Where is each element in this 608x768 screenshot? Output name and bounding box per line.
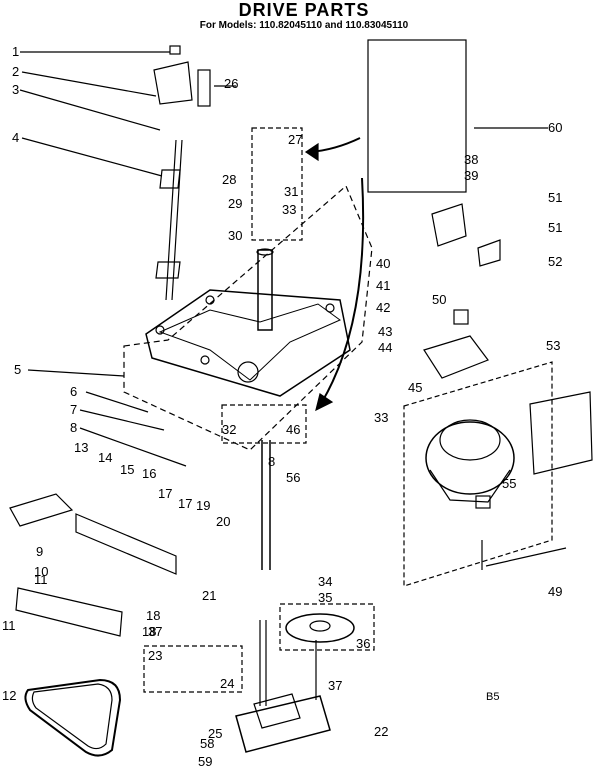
callout-22: 22 bbox=[374, 724, 388, 739]
pad-27 bbox=[197, 69, 211, 107]
shield-55 bbox=[529, 391, 593, 475]
callout-21: 21 bbox=[202, 588, 216, 603]
callout-46: 46 bbox=[286, 422, 300, 437]
belt-13 bbox=[24, 678, 122, 757]
callout-9: 9 bbox=[36, 544, 43, 559]
base-plate bbox=[145, 289, 351, 397]
base-outline bbox=[123, 185, 373, 451]
callout-20: 20 bbox=[216, 514, 230, 529]
callout-17: 17 bbox=[178, 496, 192, 511]
pulley bbox=[285, 613, 355, 643]
center-post bbox=[257, 249, 273, 331]
callout-32: 32 bbox=[222, 422, 236, 437]
callout-51: 51 bbox=[548, 190, 562, 205]
callout-44: 44 bbox=[378, 340, 392, 355]
callout-49: 49 bbox=[548, 584, 562, 599]
callout-39: 39 bbox=[464, 168, 478, 183]
callout-30: 30 bbox=[228, 228, 242, 243]
bracket-44 bbox=[423, 335, 489, 379]
callout-38: 38 bbox=[464, 152, 478, 167]
callout-18: 18 bbox=[142, 624, 156, 639]
callout-42: 42 bbox=[376, 300, 390, 315]
callout-13: 13 bbox=[74, 440, 88, 455]
callout-11: 11 bbox=[2, 618, 16, 633]
callout-58: 58 bbox=[200, 736, 214, 751]
lever-12 bbox=[15, 587, 123, 637]
callout-55: 55 bbox=[502, 476, 516, 491]
callout-41: 41 bbox=[376, 278, 390, 293]
base-plate-star bbox=[158, 303, 341, 381]
callout-1: 1 bbox=[12, 44, 19, 59]
callout-34: 34 bbox=[318, 574, 332, 589]
callout-29: 29 bbox=[228, 196, 242, 211]
callout-2: 2 bbox=[12, 64, 19, 79]
bearing-group-box bbox=[367, 39, 467, 193]
callout-12: 12 bbox=[2, 688, 16, 703]
callout-24: 24 bbox=[220, 676, 234, 691]
callout-60: 60 bbox=[548, 120, 562, 135]
page-title: DRIVE PARTS bbox=[238, 0, 370, 20]
callout-53: 53 bbox=[546, 338, 560, 353]
callout-37: 37 bbox=[148, 624, 162, 639]
callout-15: 15 bbox=[120, 462, 134, 477]
callout-26: 26 bbox=[224, 76, 238, 91]
callout-25: 25 bbox=[208, 726, 222, 741]
callout-40: 40 bbox=[376, 256, 390, 271]
callout-4: 4 bbox=[12, 130, 19, 145]
callout-33: 33 bbox=[282, 202, 296, 217]
top-part-group-box bbox=[251, 127, 303, 241]
callout-31: 31 bbox=[284, 184, 298, 199]
callout-18: 18 bbox=[146, 608, 160, 623]
shaft-seal-group-box bbox=[221, 404, 307, 444]
callout-17: 17 bbox=[158, 486, 172, 501]
motor bbox=[425, 421, 515, 495]
callout-8: 8 bbox=[268, 454, 275, 469]
callout-50: 50 bbox=[432, 292, 446, 307]
callout-52: 52 bbox=[548, 254, 562, 269]
motor-group-box bbox=[403, 361, 553, 587]
callout-11: 11 bbox=[34, 572, 48, 587]
transfer-arrow-lower bbox=[321, 177, 365, 403]
callout-28: 28 bbox=[222, 172, 236, 187]
callout-14: 14 bbox=[98, 450, 112, 465]
callout-10: 10 bbox=[34, 564, 48, 579]
callout-45: 45 bbox=[408, 380, 422, 395]
pin-group-box bbox=[143, 645, 243, 693]
callout-3: 3 bbox=[12, 82, 19, 97]
callout-51: 51 bbox=[548, 220, 562, 235]
transmission-26 bbox=[235, 695, 331, 753]
callout-27: 27 bbox=[288, 132, 302, 147]
bracket-2 bbox=[153, 61, 193, 105]
callout-5: 5 bbox=[14, 362, 21, 377]
callout-59: 59 bbox=[198, 754, 212, 768]
pulley-group-box bbox=[279, 603, 375, 651]
callout-19: 19 bbox=[196, 498, 210, 513]
callout-8: 8 bbox=[70, 420, 77, 435]
callout-43: 43 bbox=[378, 324, 392, 339]
callout-23: 23 bbox=[148, 648, 162, 663]
page-subtitle: For Models: 110.82045110 and 110.8304511… bbox=[199, 20, 409, 31]
callout-7: 7 bbox=[70, 402, 77, 417]
diagram-code: B5 bbox=[486, 691, 499, 703]
callout-16: 16 bbox=[142, 466, 156, 481]
callout-56: 56 bbox=[286, 470, 300, 485]
callout-35: 35 bbox=[318, 590, 332, 605]
callout-36: 36 bbox=[356, 636, 370, 651]
callout-33: 33 bbox=[374, 410, 388, 425]
callout-37: 37 bbox=[328, 678, 342, 693]
callout-6: 6 bbox=[70, 384, 77, 399]
